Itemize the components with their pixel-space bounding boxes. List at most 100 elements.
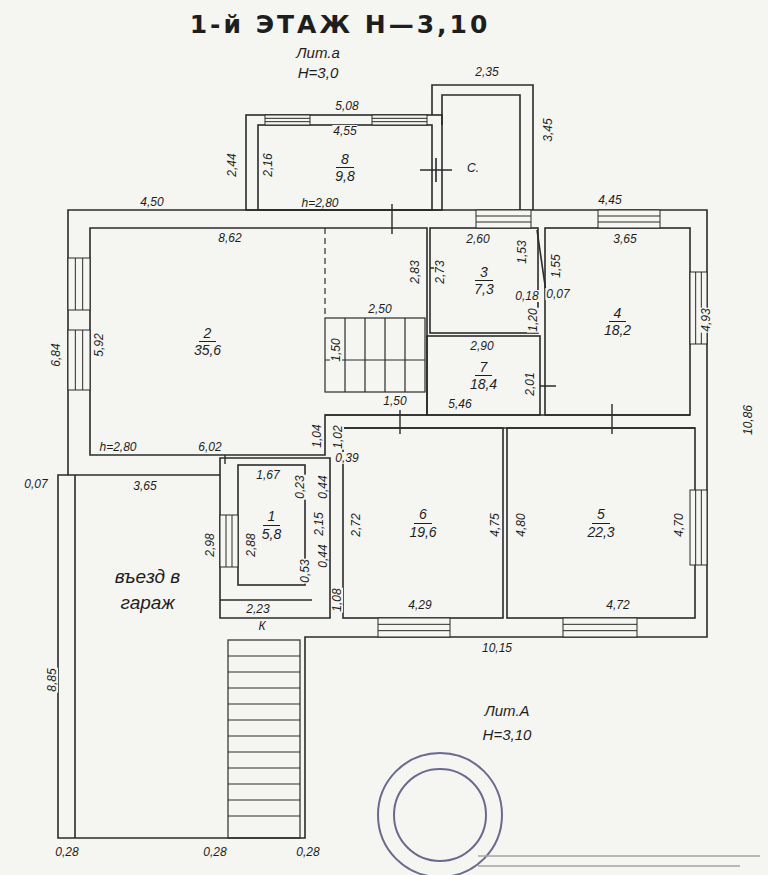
window-symbol [690, 490, 707, 565]
dimension-label: 1,50 [382, 395, 407, 407]
room-wall [427, 336, 540, 415]
dimension-label: 0,39 [334, 452, 359, 464]
window-symbol [378, 618, 450, 637]
window-symbol [68, 330, 90, 390]
dimension-label: 0,28 [54, 846, 79, 858]
window-symbol [372, 115, 427, 125]
room-area-value: 18,2 [599, 322, 636, 338]
dimension-label: Лит.а [295, 45, 340, 60]
window-symbol [220, 515, 238, 567]
dimension-label: 10,15 [481, 642, 513, 654]
dimension-vertical: 1,02 [332, 424, 344, 449]
dimension-label: 4,45 [597, 194, 622, 206]
dimension-label: Н=3,0 [297, 65, 339, 80]
dashed-border [324, 228, 325, 318]
indoor-stair [325, 318, 425, 392]
dimension-vertical: 10,86 [742, 404, 754, 436]
room-area-value: 7,3 [469, 281, 498, 297]
room-area-value: 18,4 [465, 376, 502, 392]
room-area-value: 19,6 [404, 524, 441, 540]
room-number: 4 [609, 305, 627, 322]
dimension-vertical: 1,04 [311, 423, 323, 448]
chimney-wall [432, 85, 533, 210]
dimension-vertical: 5,92 [93, 332, 105, 357]
room-area: въезд в гараж [75, 540, 220, 640]
dimension-label: 2,23 [245, 603, 270, 615]
dimension-vertical: 2,44 [226, 152, 238, 177]
dimension-vertical: 2,15 [313, 511, 325, 536]
dimension-label: h=2,80 [300, 197, 339, 209]
room-wall [90, 228, 427, 455]
porch-stair [228, 640, 300, 838]
windows [68, 115, 707, 637]
dimension-vertical: 2,73 [434, 259, 446, 284]
dimension-vertical: 0,23 [294, 474, 306, 499]
dimension-label: 2,90 [469, 340, 494, 352]
room-wall [507, 428, 695, 618]
dimension-vertical: 0,44 [317, 474, 329, 499]
room-number: 3 [475, 264, 493, 281]
dimension-vertical: 2,01 [524, 371, 536, 396]
dimension-vertical: 8,85 [46, 667, 58, 692]
dimension-vertical: 1,55 [550, 253, 562, 278]
room-area-value: 5,8 [257, 526, 286, 542]
dimension-label: 1,67 [255, 469, 280, 481]
garage-wall [68, 475, 220, 838]
dimension-vertical: 2,83 [409, 259, 421, 284]
room-number: 1 [263, 508, 281, 525]
room-area: 418,2 [545, 228, 690, 415]
room-area: 522,3 [507, 428, 695, 618]
dimension-vertical: 1,53 [516, 239, 528, 264]
walls [58, 85, 707, 838]
plan-title: 1-й ЭТАЖ Н—3,10 [190, 12, 491, 37]
room-number: 2 [199, 325, 217, 342]
dimension-vertical: 2,98 [204, 532, 216, 557]
dimension-vertical: 3,45 [542, 117, 554, 142]
window-symbol [598, 210, 660, 228]
dimension-label: h=2,80 [98, 441, 137, 453]
dimension-label: 5,46 [447, 398, 472, 410]
dimension-vertical: 0,44 [317, 543, 329, 568]
dimension-vertical: 1,20 [527, 307, 539, 332]
room-wall [545, 228, 690, 415]
dimension-label: 4,29 [407, 599, 432, 611]
dimension-label: Н=3,10 [482, 727, 533, 742]
dimension-label: 0,07 [545, 288, 570, 300]
room-area-value: 22,3 [582, 524, 619, 540]
room-area: 619,6 [343, 428, 503, 618]
dimension-label: 0,28 [202, 846, 227, 858]
chimney-mark [420, 158, 452, 182]
dimension-vertical: 4,70 [673, 512, 685, 537]
room-area-value: 35,6 [189, 342, 226, 358]
annex-wall [258, 125, 432, 210]
dimension-vertical: 2,72 [350, 512, 362, 537]
dimension-label: 4,50 [139, 196, 164, 208]
dimension-label: 6,02 [197, 441, 222, 453]
dimension-vertical: 0,53 [299, 558, 311, 583]
dimension-label: 4,72 [605, 599, 630, 611]
room-number: 7 [475, 359, 493, 376]
dimension-vertical: 2,16 [262, 152, 274, 177]
porch-line [220, 599, 312, 601]
room-number: 8 [336, 151, 354, 168]
dimension-label: 5,08 [334, 100, 359, 112]
dimension-label: С. [466, 162, 480, 174]
dimension-label: 4,55 [332, 125, 357, 137]
dimension-vertical: 4,93 [700, 307, 712, 332]
door-ticks [225, 204, 612, 464]
dimension-vertical: 1,50 [330, 337, 342, 362]
dimension-label: 2,50 [367, 303, 392, 315]
dimension-vertical: 4,80 [515, 512, 527, 537]
dimension-label: 3,65 [612, 233, 637, 245]
diagonal-mark [537, 230, 546, 292]
dimension-label: Лит.А [483, 703, 530, 718]
window-symbol [563, 618, 637, 637]
dimension-label: 0,18 [514, 290, 539, 302]
room-area: 235,6 [90, 228, 325, 455]
vestibule-wall [220, 458, 330, 618]
room-number: 6 [414, 506, 432, 523]
dimension-vertical: 4,75 [489, 512, 501, 537]
window-symbol [476, 210, 531, 228]
